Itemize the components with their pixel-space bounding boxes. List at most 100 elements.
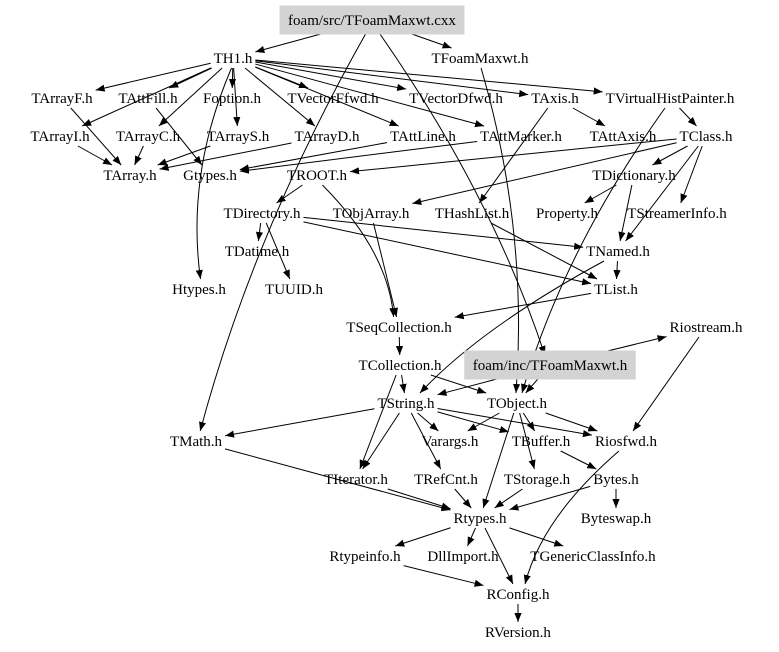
edge-TH1-to-TAxis — [255, 60, 529, 98]
node-label: Bytes.h — [593, 472, 639, 488]
node-TObject[interactable]: TObject.h — [487, 396, 548, 412]
node-label: TStorage.h — [504, 472, 571, 488]
node-TStreamerInfo[interactable]: TStreamerInfo.h — [627, 206, 727, 222]
node-TIterator[interactable]: TIterator.h — [324, 472, 388, 488]
node-label: TArrayD.h — [294, 129, 360, 145]
edge-TVirtualHistPainter-to-TClass — [679, 107, 697, 127]
node-Property[interactable]: Property.h — [536, 206, 598, 222]
node-TFoamMaxwt[interactable]: TFoamMaxwt.h — [431, 51, 529, 67]
edge-TString-to-Varargs — [417, 412, 439, 432]
node-Bytes[interactable]: Bytes.h — [593, 472, 639, 488]
node-label: TArrayF.h — [31, 91, 93, 107]
edge-TObject-to-Varargs — [467, 412, 500, 432]
edge-TRefCnt-to-Rtypes — [454, 488, 472, 509]
node-Foption[interactable]: Foption.h — [203, 91, 261, 107]
node-TDatime[interactable]: TDatime.h — [225, 244, 290, 260]
node-RVersion[interactable]: RVersion.h — [485, 625, 551, 641]
edge-TMath-to-Rtypes — [224, 448, 451, 512]
node-TMath[interactable]: TMath.h — [170, 434, 223, 450]
edge-TAttFill-to-Gtypes — [155, 107, 203, 166]
node-label: TUUID.h — [265, 282, 323, 298]
node-Byteswap[interactable]: Byteswap.h — [581, 511, 652, 527]
node-DllImport[interactable]: DllImport.h — [427, 549, 499, 565]
node-TDirectory[interactable]: TDirectory.h — [224, 206, 301, 222]
node-TArrayD[interactable]: TArrayD.h — [294, 129, 360, 145]
node-Rtypes[interactable]: Rtypes.h — [454, 511, 507, 527]
node-label: TAttFill.h — [118, 91, 178, 107]
node-TVirtualHistPainter[interactable]: TVirtualHistPainter.h — [606, 91, 735, 107]
node-TString[interactable]: TString.h — [377, 396, 435, 412]
node-src[interactable]: foam/src/TFoamMaxwt.cxx — [279, 5, 465, 35]
node-Riostream[interactable]: Riostream.h — [670, 320, 743, 336]
edge-TDirectory-to-TDatime — [255, 222, 264, 242]
node-TAttAxis[interactable]: TAttAxis.h — [590, 129, 657, 145]
node-TROOT[interactable]: TROOT.h — [287, 168, 348, 184]
node-TCollection[interactable]: TCollection.h — [359, 358, 442, 374]
node-TVectorFfwd[interactable]: TVectorFfwd.h — [287, 91, 379, 107]
node-label: foam/inc/TFoamMaxwt.h — [473, 358, 628, 374]
node-label: TDirectory.h — [224, 206, 301, 222]
edge-TString-to-TBuffer — [437, 411, 509, 433]
node-TSeqCollection[interactable]: TSeqCollection.h — [346, 320, 452, 336]
node-inc[interactable]: foam/inc/TFoamMaxwt.h — [464, 350, 636, 380]
node-RConfig[interactable]: RConfig.h — [487, 587, 550, 603]
node-TArray[interactable]: TArray.h — [103, 168, 157, 184]
edge-Rtypes-to-DllImport — [467, 527, 476, 547]
node-label: TArray.h — [103, 168, 157, 184]
edge-TObject-to-TStorage — [519, 412, 536, 470]
node-TDictionary[interactable]: TDictionary.h — [592, 168, 676, 184]
edge-TH1-to-TArrayS — [233, 67, 241, 127]
edge-TDirectory-to-TList — [303, 221, 592, 286]
node-TRefCnt[interactable]: TRefCnt.h — [414, 472, 478, 488]
node-TH1[interactable]: TH1.h — [214, 51, 253, 67]
node-label: foam/src/TFoamMaxwt.cxx — [288, 13, 456, 29]
node-label: TDictionary.h — [592, 168, 676, 184]
node-TAttFill[interactable]: TAttFill.h — [118, 91, 178, 107]
node-label: TStreamerInfo.h — [627, 206, 727, 222]
node-TGenericClassInfo[interactable]: TGenericClassInfo.h — [530, 549, 656, 565]
edge-TROOT-to-TSeqCollection — [322, 184, 397, 318]
edge-TNamed-to-TList — [613, 260, 621, 280]
node-Htypes[interactable]: Htypes.h — [172, 282, 226, 298]
node-TStorage[interactable]: TStorage.h — [504, 472, 571, 488]
node-TAxis[interactable]: TAxis.h — [531, 91, 579, 107]
edge-TClass-to-TNamed — [625, 145, 699, 242]
edge-TIterator-to-Rtypes — [387, 488, 451, 510]
node-label: Gtypes.h — [183, 168, 237, 184]
node-TNamed[interactable]: TNamed.h — [586, 244, 650, 260]
edge-TH1-to-Htypes — [195, 67, 232, 280]
node-Varargs[interactable]: Varargs.h — [422, 434, 479, 450]
edge-Rtypes-to-RConfig — [484, 527, 514, 585]
node-THashList[interactable]: THashList.h — [435, 206, 510, 222]
node-label: TArrayS.h — [207, 129, 270, 145]
edge-TH1-to-TVirtualHistPainter — [255, 59, 603, 95]
node-Riosfwd[interactable]: Riosfwd.h — [595, 434, 658, 450]
edge-TObjArray-to-TSeqCollection — [372, 222, 398, 318]
node-TArrayF[interactable]: TArrayF.h — [31, 91, 93, 107]
edge-TBuffer-to-Bytes — [560, 450, 597, 470]
node-TUUID[interactable]: TUUID.h — [265, 282, 323, 298]
edge-TClass-to-TStreamerInfo — [680, 145, 703, 204]
node-Rtypeinfo[interactable]: Rtypeinfo.h — [329, 549, 401, 565]
node-TArrayI[interactable]: TArrayI.h — [30, 129, 90, 145]
edge-TROOT-to-TDirectory — [276, 184, 303, 204]
node-TClass[interactable]: TClass.h — [680, 129, 733, 145]
node-TArrayS[interactable]: TArrayS.h — [207, 129, 270, 145]
edge-TDictionary-to-Property — [584, 184, 617, 204]
node-TList[interactable]: TList.h — [594, 282, 638, 298]
node-label: TObject.h — [487, 396, 548, 412]
node-TBuffer[interactable]: TBuffer.h — [512, 434, 571, 450]
node-label: Varargs.h — [422, 434, 479, 450]
node-TVectorDfwd[interactable]: TVectorDfwd.h — [409, 91, 503, 107]
node-Gtypes[interactable]: Gtypes.h — [183, 168, 237, 184]
edge-Rtypes-to-Rtypeinfo — [395, 527, 451, 547]
node-TArrayC[interactable]: TArrayC.h — [116, 129, 181, 145]
node-TAttLine[interactable]: TAttLine.h — [390, 129, 456, 145]
node-label: TIterator.h — [324, 472, 388, 488]
node-TAttMarker[interactable]: TAttMarker.h — [480, 129, 562, 145]
edge-TStorage-to-Rtypes — [494, 488, 523, 509]
node-TObjArray[interactable]: TObjArray.h — [333, 206, 410, 222]
node-label: TFoamMaxwt.h — [431, 51, 529, 67]
